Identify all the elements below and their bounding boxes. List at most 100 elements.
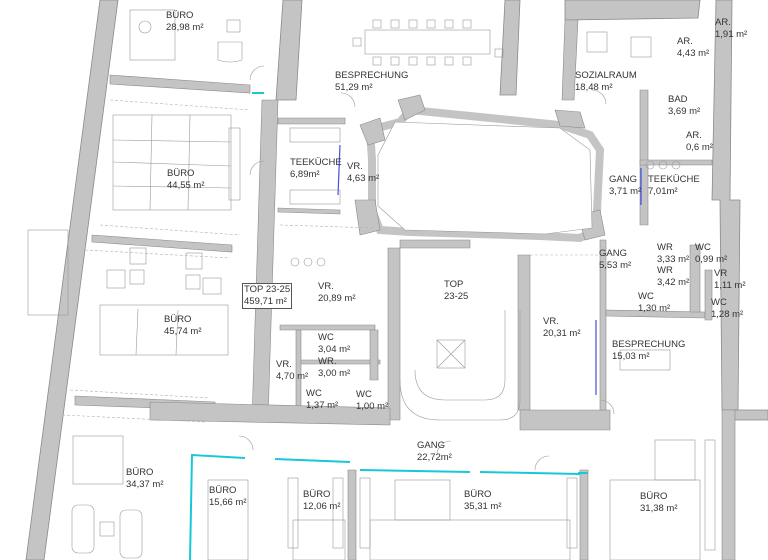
room-area: 15,66 m² <box>209 497 247 508</box>
room-area: 28,98 m² <box>166 22 204 33</box>
room-area: 0,99 m² <box>695 254 728 265</box>
room-top-23-25[interactable]: TOP 23-25 <box>444 279 468 303</box>
room-wc-1-28[interactable]: WC 1,28 m² <box>711 297 743 321</box>
room-gang-22-72[interactable]: GANG 22,72m² <box>417 440 452 464</box>
room-area: 3,69 m² <box>668 106 701 117</box>
blue-markers <box>337 144 642 395</box>
room-name: BÜRO <box>166 10 194 21</box>
room-area: 45,74 m² <box>164 326 202 337</box>
unit-total-label: TOP 23-25 459,71 m² <box>242 283 293 309</box>
room-vr-20-31[interactable]: VR. 20,31 m² <box>543 316 581 340</box>
unit-name: TOP 23-25 <box>244 284 291 295</box>
room-name: VR. <box>543 316 559 327</box>
room-name: GANG <box>417 440 445 451</box>
room-name: TOP <box>444 279 464 290</box>
room-area: 1,30 m² <box>638 303 671 314</box>
room-wr-3-33[interactable]: WR 3,33 m² <box>657 242 689 266</box>
room-vr-4-70[interactable]: VR. 4,70 m² <box>276 359 308 383</box>
room-area: 4,70 m² <box>276 371 309 382</box>
room-wc-1-30[interactable]: WC 1,30 m² <box>638 291 670 315</box>
unit-area: 459,71 m² <box>244 296 287 307</box>
room-teekueche-6-89[interactable]: TEEKÜCHE 6,89m² <box>290 157 342 181</box>
room-ar-1-91[interactable]: AR. 1,91 m² <box>715 17 747 41</box>
room-name: WR <box>657 265 673 276</box>
room-area: 23-25 <box>444 291 469 302</box>
room-buero-28-98[interactable]: BÜRO 28,98 m² <box>166 10 204 34</box>
room-area: 3,04 m² <box>318 344 351 355</box>
room-area: 35,31 m² <box>464 501 502 512</box>
room-area: 3,33 m² <box>657 254 690 265</box>
room-name: VR <box>714 268 728 279</box>
room-besprechung-51-29[interactable]: BESPRECHUNG 51,29 m² <box>335 70 408 94</box>
room-area: 4,63 m² <box>347 173 380 184</box>
room-area: 6,89m² <box>290 169 320 180</box>
room-ar-4-43[interactable]: AR. 4,43 m² <box>677 36 709 60</box>
room-area: 51,29 m² <box>335 82 373 93</box>
interior-walls <box>74 19 736 560</box>
room-area: 22,72m² <box>417 452 452 463</box>
room-name: VR. <box>318 281 334 292</box>
room-name: BÜRO <box>303 489 331 500</box>
room-name: BESPRECHUNG <box>335 70 409 81</box>
room-buero-35-31[interactable]: BÜRO 35,31 m² <box>464 489 502 513</box>
room-name: WC <box>318 332 334 343</box>
room-name: BÜRO <box>464 489 492 500</box>
room-name: GANG <box>609 174 637 185</box>
room-area: 44,55 m² <box>167 180 205 191</box>
room-area: 20,31 m² <box>543 328 581 339</box>
room-wc-0-99[interactable]: WC 0,99 m² <box>695 242 727 266</box>
room-teekueche-7-01[interactable]: TEEKÜCHE 7,01m² <box>648 174 700 198</box>
room-wr-3-00[interactable]: WR. 3,00 m² <box>318 356 350 380</box>
room-buero-34-37[interactable]: BÜRO 34,37 m² <box>126 467 164 491</box>
room-boundaries <box>61 99 600 423</box>
room-name: BÜRO <box>167 168 195 179</box>
room-area: 15,03 m² <box>612 351 650 362</box>
room-name: TEEKÜCHE <box>648 174 700 185</box>
room-gang-5-53[interactable]: GANG 5,53 m² <box>599 248 631 272</box>
room-ar-0-6[interactable]: AR. 0,6 m² <box>686 130 713 154</box>
room-name: WR. <box>318 356 337 367</box>
room-besprechung-15-03[interactable]: BESPRECHUNG 15,03 m² <box>612 339 685 363</box>
room-bad[interactable]: BAD 3,69 m² <box>668 94 700 118</box>
room-sozialraum[interactable]: SOZIALRAUM 18,48 m² <box>575 70 637 94</box>
room-area: 12,06 m² <box>303 501 341 512</box>
room-vr-20-89[interactable]: VR. 20,89 m² <box>318 281 356 305</box>
room-gang-3-71[interactable]: GANG 3,71 m² <box>609 174 641 198</box>
room-vr-4-63[interactable]: VR. 4,63 m² <box>347 161 379 185</box>
room-area: 5,53 m² <box>599 260 632 271</box>
room-area: 1,91 m² <box>715 29 748 40</box>
room-buero-45-74[interactable]: BÜRO 45,74 m² <box>164 314 202 338</box>
room-area: 3,71 m² <box>609 186 642 197</box>
room-area: 3,42 m² <box>657 277 690 288</box>
furniture <box>27 9 716 560</box>
room-area: 3,00 m² <box>318 368 351 379</box>
room-buero-31-38[interactable]: BÜRO 31,38 m² <box>640 491 678 515</box>
room-area: 7,01m² <box>648 186 678 197</box>
room-name: WC <box>306 388 322 399</box>
room-area: 4,43 m² <box>677 48 710 59</box>
room-name: TEEKÜCHE <box>290 157 342 168</box>
room-area: 18,48 m² <box>575 82 613 93</box>
room-wc-1-00[interactable]: WC 1,00 m² <box>356 389 388 413</box>
room-vr-1-11[interactable]: VR 1,11 m² <box>714 268 746 292</box>
room-name: BESPRECHUNG <box>612 339 686 350</box>
room-area: 34,37 m² <box>126 479 164 490</box>
room-name: WC <box>638 291 654 302</box>
room-name: WC <box>711 297 727 308</box>
room-buero-15-66[interactable]: BÜRO 15,66 m² <box>209 485 247 509</box>
room-wc-1-37[interactable]: WC 1,37 m² <box>306 388 338 412</box>
room-buero-44-55[interactable]: BÜRO 44,55 m² <box>167 168 205 192</box>
room-area: 31,38 m² <box>640 503 678 514</box>
room-area: 20,89 m² <box>318 293 356 304</box>
courtyard <box>377 121 593 235</box>
room-buero-12-06[interactable]: BÜRO 12,06 m² <box>303 489 341 513</box>
glass-partitions <box>189 92 588 560</box>
doors <box>238 65 615 471</box>
room-area: 1,11 m² <box>714 280 746 291</box>
room-name: SOZIALRAUM <box>575 70 637 81</box>
room-wr-3-42[interactable]: WR 3,42 m² <box>657 265 689 289</box>
room-wc-3-04[interactable]: WC 3,04 m² <box>318 332 350 356</box>
room-name: BÜRO <box>209 485 237 496</box>
room-area: 1,28 m² <box>711 309 744 320</box>
